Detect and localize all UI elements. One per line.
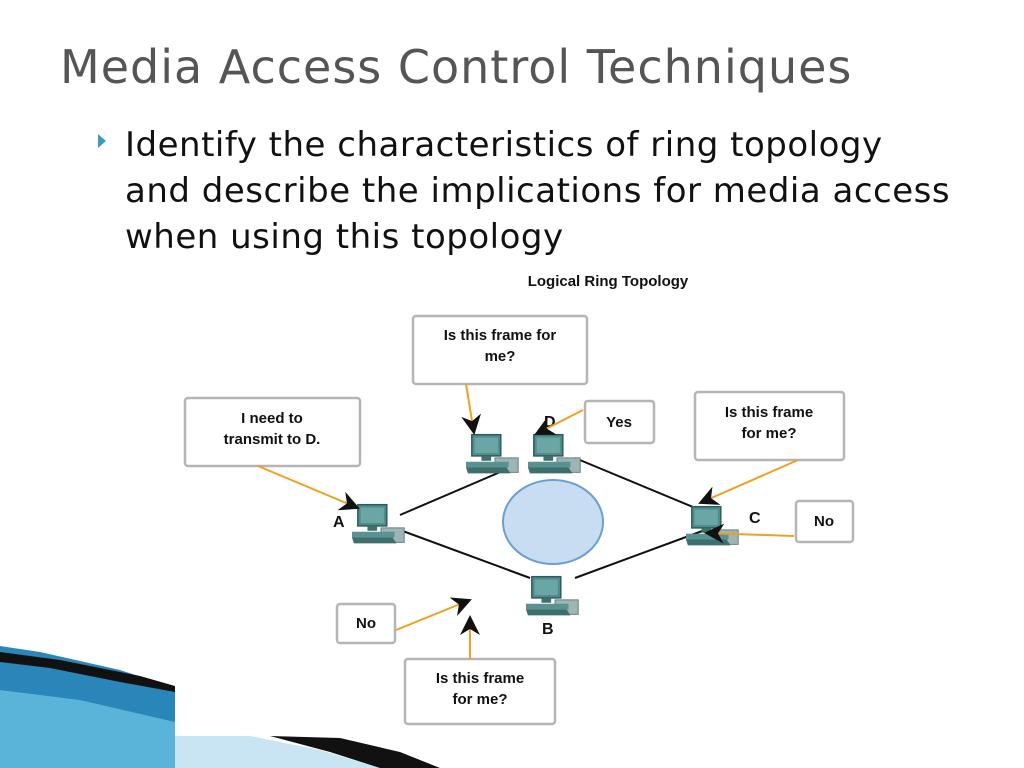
decorative-swoosh bbox=[0, 646, 440, 768]
bullet-text: Identify the characteristics of ring top… bbox=[125, 125, 951, 257]
computer-b-icon bbox=[526, 575, 579, 617]
computer-c-icon bbox=[686, 505, 739, 547]
callout-c-question-line2: for me? bbox=[741, 425, 796, 442]
callout-b-question: Is this frame for me? bbox=[403, 657, 557, 726]
pointer-c-question-arrow bbox=[698, 459, 799, 505]
callout-c-question-line1: Is this frame bbox=[725, 404, 813, 421]
node-label-a: A bbox=[333, 514, 345, 531]
callout-a-need: I need to transmit to D. bbox=[183, 396, 362, 468]
pointer-c-no-arrow bbox=[704, 523, 795, 544]
diagram-title: Logical Ring Topology bbox=[528, 273, 689, 290]
logical-ring bbox=[502, 479, 604, 565]
callout-c-no: No bbox=[794, 499, 855, 544]
bullet-arrow-icon bbox=[98, 134, 106, 148]
link-d-c bbox=[574, 457, 706, 513]
callout-d-question-line1: Is this frame for bbox=[444, 327, 557, 344]
link-a-d bbox=[399, 469, 506, 516]
pointer-a-need-arrow bbox=[257, 465, 360, 511]
callout-a-need-line1: I need to bbox=[241, 410, 303, 427]
callout-d-yes: Yes bbox=[583, 399, 656, 445]
callout-d-question: Is this frame for me? bbox=[411, 314, 589, 386]
callout-c-no-text: No bbox=[814, 513, 834, 530]
callout-d-question-line2: me? bbox=[485, 348, 516, 365]
link-c-b bbox=[574, 529, 706, 579]
pointer-b-no-arrow bbox=[395, 597, 472, 631]
callout-a-need-line2: transmit to D. bbox=[224, 431, 321, 448]
callout-b-no-text: No bbox=[356, 615, 376, 632]
callout-d-yes-text: Yes bbox=[606, 414, 632, 431]
computer-d2-icon bbox=[528, 433, 581, 475]
pointer-d-yes-arrow bbox=[534, 409, 584, 435]
pointer-d-question-arrow bbox=[461, 383, 481, 435]
callout-b-question-line2: for me? bbox=[452, 691, 507, 708]
callout-c-question: Is this frame for me? bbox=[693, 390, 846, 462]
callout-b-question-line1: Is this frame bbox=[436, 670, 524, 687]
computer-a-icon bbox=[352, 503, 405, 545]
link-b-a bbox=[399, 529, 531, 579]
callout-b-no: No bbox=[335, 602, 397, 645]
node-label-c: C bbox=[749, 510, 761, 527]
slide-title: Media Access Control Techniques bbox=[60, 40, 853, 94]
node-label-b: B bbox=[542, 621, 554, 638]
computer-d1-icon bbox=[466, 433, 519, 475]
